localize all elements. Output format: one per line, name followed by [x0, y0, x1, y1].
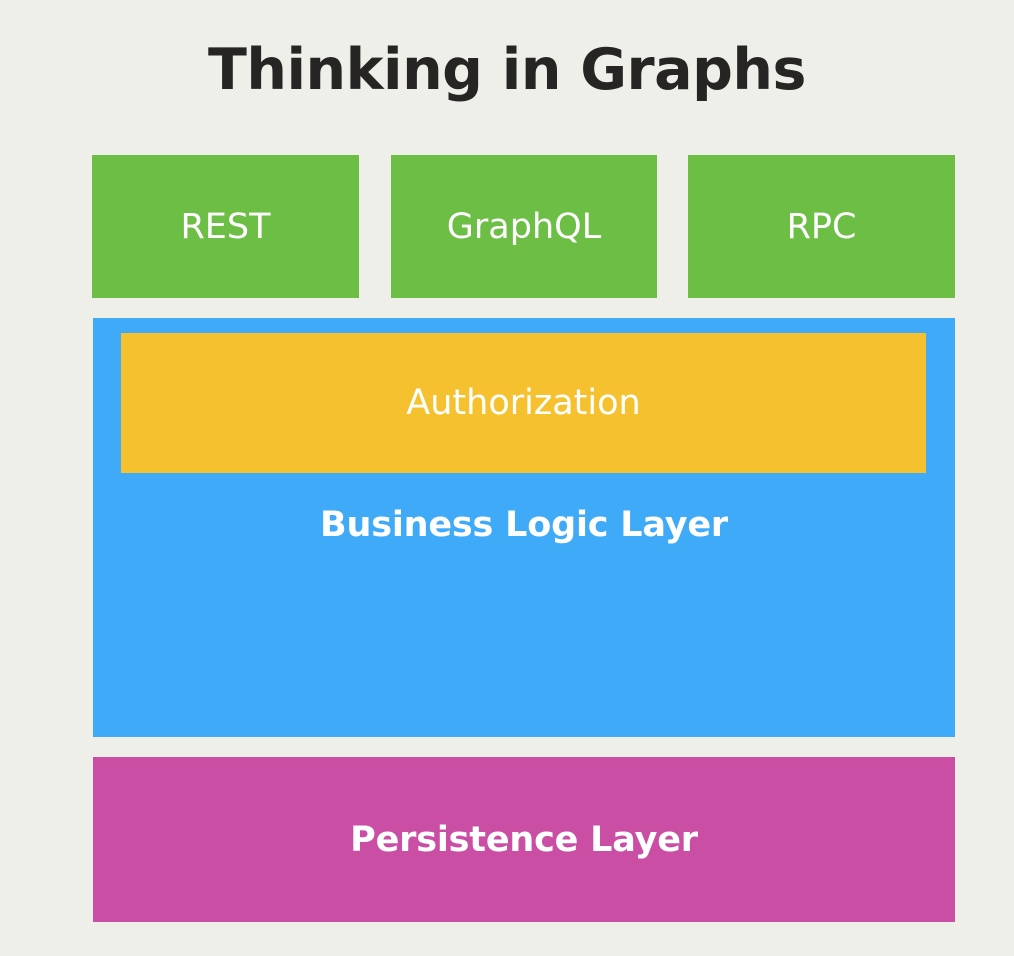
api-box-graphql[interactable]: GraphQL: [391, 155, 657, 298]
api-box-rpc[interactable]: RPC: [688, 155, 955, 298]
business-logic-layer-label: Business Logic Layer: [320, 505, 728, 545]
authorization-label: Authorization: [406, 383, 641, 423]
api-box-rpc-label: RPC: [786, 206, 857, 247]
page-title: Thinking in Graphs: [208, 37, 806, 103]
persistence-layer-box[interactable]: Persistence Layer: [93, 757, 955, 922]
api-box-rest-label: REST: [180, 206, 271, 247]
api-box-rest[interactable]: REST: [92, 155, 359, 298]
business-logic-layer-box[interactable]: Authorization Business Logic Layer: [93, 318, 955, 737]
persistence-layer-label: Persistence Layer: [350, 819, 698, 860]
api-box-graphql-label: GraphQL: [446, 206, 602, 247]
authorization-box[interactable]: Authorization: [121, 333, 926, 473]
